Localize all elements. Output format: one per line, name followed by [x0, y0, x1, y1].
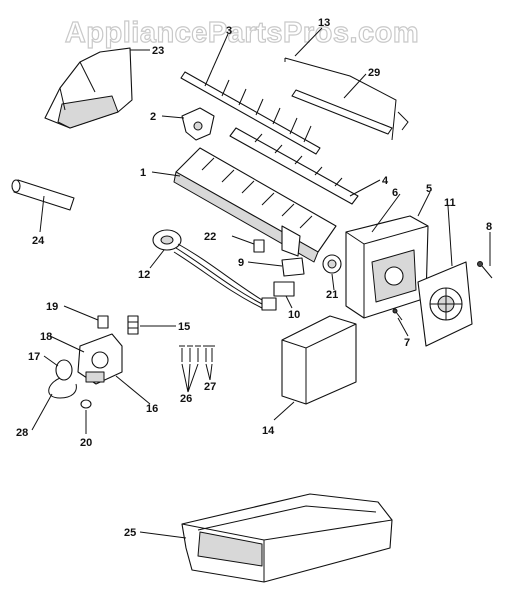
- callout-25: 25: [124, 527, 136, 539]
- part-28-wire: [48, 377, 77, 399]
- part-22-clip: [253, 239, 265, 253]
- callout-12: 12: [138, 269, 150, 281]
- part-8-screw: [477, 261, 493, 279]
- part-27-screws: [203, 345, 215, 362]
- part-13-shutoff-arm: [284, 57, 397, 141]
- part-14-cover: [281, 315, 357, 405]
- part-12-thermostat-harness: [152, 229, 277, 311]
- callout-21: 21: [326, 289, 338, 301]
- callout-26: 26: [180, 393, 192, 405]
- callout-11: 11: [444, 197, 456, 209]
- callout-23: 23: [152, 45, 164, 57]
- callout-20: 20: [80, 437, 92, 449]
- part-17-solenoid: [55, 359, 73, 381]
- callout-8: 8: [486, 221, 492, 233]
- callout-2: 2: [150, 111, 156, 123]
- part-2-lever: [181, 107, 215, 141]
- part-20-clamp: [80, 399, 92, 409]
- part-29-heater: [291, 89, 409, 135]
- part-11-motor: [417, 261, 473, 347]
- part-9-bracket: [281, 257, 305, 277]
- callout-13: 13: [318, 17, 330, 29]
- callout-5: 5: [426, 183, 432, 195]
- callout-14: 14: [262, 425, 275, 437]
- callout-6: 6: [392, 187, 398, 199]
- callout-29: 29: [368, 67, 380, 79]
- callout-16: 16: [146, 403, 158, 415]
- part-6-housing: [345, 215, 429, 319]
- callout-17: 17: [28, 351, 40, 363]
- callout-15: 15: [178, 321, 190, 333]
- callout-1: 1: [140, 167, 146, 179]
- part-15-fitting: [127, 315, 139, 335]
- callout-4: 4: [382, 175, 389, 187]
- callout-7: 7: [404, 337, 410, 349]
- part-23-cover: [44, 47, 133, 129]
- part-26-screws: [179, 345, 201, 362]
- part-19-nut: [97, 315, 109, 329]
- callout-24: 24: [32, 235, 45, 247]
- part-25-ice-bin: [181, 493, 393, 583]
- part-7-screw: [392, 308, 403, 321]
- part-3-ejector: [180, 69, 321, 155]
- part-1-mold: [173, 147, 337, 263]
- part-10-switch: [273, 281, 295, 297]
- callout-28: 28: [16, 427, 28, 439]
- leader-lines: [31, 27, 491, 539]
- callout-27: 27: [204, 381, 216, 393]
- callout-3: 3: [226, 25, 232, 37]
- callout-9: 9: [238, 257, 244, 269]
- watermark-text: AppliancePartsPros.com: [65, 17, 419, 49]
- callout-10: 10: [288, 309, 300, 321]
- part-16-water-valve: [77, 333, 123, 385]
- part-24-fill-tube: [11, 179, 75, 211]
- part-21-gear: [322, 254, 342, 274]
- callout-19: 19: [46, 301, 58, 313]
- part-4-stripper: [229, 127, 359, 205]
- callout-22: 22: [204, 231, 216, 243]
- callout-18: 18: [40, 331, 52, 343]
- callout-labels: 23 3 13 29 2 1 4 6 5 11 8 22 9 10 21 7 1…: [16, 17, 492, 539]
